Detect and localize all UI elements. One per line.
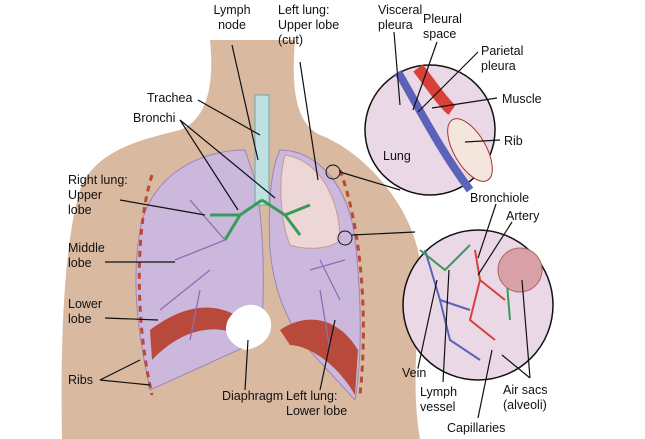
leader-lines: [99, 31, 531, 419]
label-capillaries: Capillaries: [447, 421, 505, 435]
label-diaphragm: Diaphragm: [222, 389, 283, 403]
air-sac-cluster: [497, 247, 543, 293]
label-bronchiole: Bronchiole: [470, 191, 529, 205]
label-left-lung-lower: Left lung:Lower lobe: [286, 389, 347, 418]
bronchi: [210, 198, 311, 241]
pleura-layers: [394, 69, 474, 193]
label-muscle: Muscle: [502, 92, 542, 106]
rib-cross-section: [447, 118, 493, 182]
label-vein: Vein: [402, 366, 426, 380]
rib-line-right: [137, 174, 154, 396]
heart-space: [225, 304, 272, 350]
label-artery: Artery: [506, 209, 540, 223]
alveoli-arteries: [468, 249, 506, 341]
small-circle-lower: [337, 230, 353, 246]
connector-upper: [339, 171, 401, 191]
rib-line-left: [338, 169, 365, 396]
alveoli-vessels: [424, 249, 481, 361]
label-air-sacs: Air sacs(alveoli): [503, 383, 547, 412]
left-upper-lobe-cut: [280, 154, 341, 249]
trachea: [254, 94, 270, 206]
label-trachea: Trachea: [147, 91, 192, 105]
label-rib: Rib: [504, 134, 523, 148]
muscle-layer: [413, 64, 456, 115]
diaphragm-left: [280, 319, 358, 395]
label-bronchi: Bronchi: [133, 111, 175, 125]
label-ribs: Ribs: [68, 373, 93, 387]
connector-lower: [351, 231, 416, 236]
label-lung: Lung: [383, 149, 411, 163]
label-left-lung-upper: Left lung:Upper lobe(cut): [278, 3, 339, 47]
lung-vessels: [159, 199, 346, 351]
